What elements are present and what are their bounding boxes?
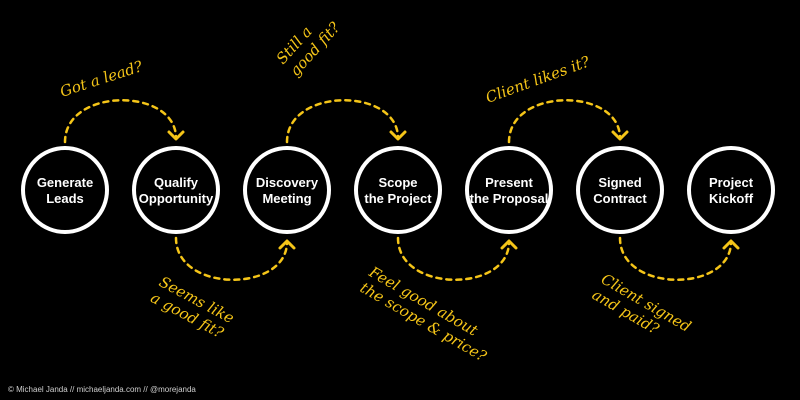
transition-question: Client likes it? xyxy=(483,52,593,107)
question-line: Client likes it? xyxy=(483,52,593,107)
transition-question: Feel good aboutthe scope & price? xyxy=(356,262,499,366)
question-line: Got a lead? xyxy=(58,57,146,101)
step-label-line2: the Project xyxy=(364,191,432,206)
transition-question: Got a lead? xyxy=(58,57,146,101)
step-label-line1: Project xyxy=(709,175,754,190)
dashed-connector xyxy=(618,236,733,281)
step-label-line2: Meeting xyxy=(262,191,311,206)
step-circle xyxy=(132,146,220,234)
step-label-line2: Leads xyxy=(46,191,84,206)
step-label-line2: Opportunity xyxy=(139,191,214,206)
step-label-line1: Present xyxy=(485,175,533,190)
transition-question: Client signedand paid? xyxy=(589,270,694,352)
step-label-line2: Contract xyxy=(593,191,647,206)
transition-question: Still agood fit? xyxy=(273,6,345,80)
step-label-line2: the Proposal xyxy=(470,191,549,206)
arrowhead-icon xyxy=(278,239,296,250)
transition-5: Client signedand paid? xyxy=(589,236,740,352)
dashed-connector xyxy=(174,236,289,281)
dashed-connector xyxy=(507,99,622,144)
step-label-line1: Discovery xyxy=(256,175,319,190)
copyright-footer: © Michael Janda // michaeljanda.com // @… xyxy=(8,385,196,394)
transition-2: Still agood fit? xyxy=(273,6,407,144)
step-circle xyxy=(687,146,775,234)
arrowhead-icon xyxy=(722,239,740,250)
dashed-connector xyxy=(63,99,178,144)
step-label-line1: Qualify xyxy=(154,175,199,190)
step-circle xyxy=(21,146,109,234)
transition-4: Client likes it? xyxy=(483,52,629,144)
arrowhead-icon xyxy=(389,130,407,141)
step-circle xyxy=(465,146,553,234)
step-label-line2: Kickoff xyxy=(709,191,754,206)
step-circle xyxy=(243,146,331,234)
step-circle xyxy=(354,146,442,234)
arrowhead-icon xyxy=(167,130,185,141)
transition-0: Got a lead? xyxy=(58,57,185,144)
transition-question: Seems likea good fit? xyxy=(148,273,238,343)
transition-1: Seems likea good fit? xyxy=(148,236,296,343)
arrowhead-icon xyxy=(611,130,629,141)
dashed-connector xyxy=(285,99,400,144)
step-label-line1: Signed xyxy=(598,175,641,190)
step-label-line1: Generate xyxy=(37,175,93,190)
step-label-line1: Scope xyxy=(378,175,417,190)
step-circle xyxy=(576,146,664,234)
transition-3: Feel good aboutthe scope & price? xyxy=(356,236,518,366)
arrowhead-icon xyxy=(500,239,518,250)
dashed-connector xyxy=(396,236,511,281)
